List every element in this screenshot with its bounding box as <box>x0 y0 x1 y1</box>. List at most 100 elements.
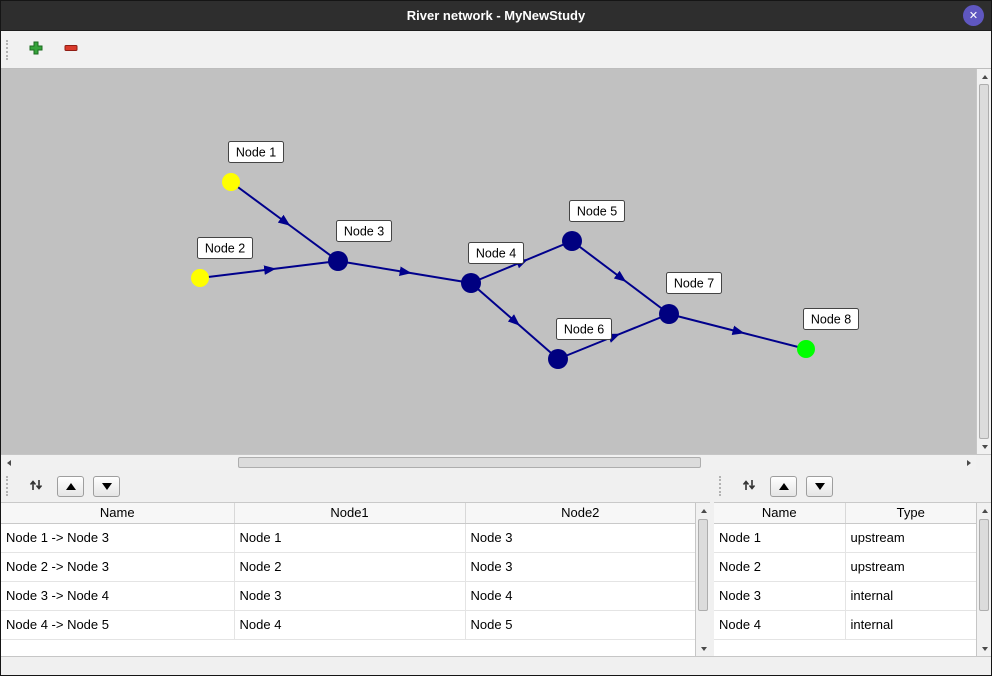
river-network-graph[interactable]: Node 1 Node 2 Node 3 Node 4 Node 5 Node 6 Node… <box>1 69 976 454</box>
close-button[interactable]: ✕ <box>963 5 984 26</box>
svg-text:Node 6: Node 6 <box>564 323 604 337</box>
scrollbar-thumb[interactable] <box>979 519 989 611</box>
node-node5[interactable] <box>562 231 582 251</box>
svg-text:Node 3: Node 3 <box>344 225 384 239</box>
cell: Node 3 <box>465 523 695 553</box>
scroll-right-button[interactable] <box>961 455 976 470</box>
canvas-horizontal-scrollbar[interactable] <box>1 454 976 470</box>
triangle-up-icon <box>981 74 988 79</box>
node-node4[interactable] <box>461 273 481 293</box>
triangle-left-icon <box>6 459 11 466</box>
node-node2[interactable] <box>191 269 209 287</box>
scrollbar-thumb[interactable] <box>698 519 708 611</box>
scroll-left-button[interactable] <box>1 455 16 470</box>
close-icon: ✕ <box>968 10 979 22</box>
node-label-node7: Node 7 <box>666 272 722 294</box>
scroll-down-button[interactable] <box>977 641 991 656</box>
cell: upstream <box>845 552 976 582</box>
node-node8[interactable] <box>797 340 815 358</box>
canvas-vertical-scrollbar[interactable] <box>976 69 991 454</box>
status-bar <box>1 656 991 675</box>
nodes-table-scrollbar[interactable] <box>976 503 991 656</box>
node-label-node5: Node 5 <box>569 200 625 222</box>
green-plus-icon <box>28 40 44 59</box>
node-label-node1: Node 1 <box>228 141 284 163</box>
titlebar[interactable]: River network - MyNewStudy ✕ <box>1 1 991 31</box>
cell: internal <box>845 610 976 640</box>
sort-button[interactable] <box>737 475 761 497</box>
scroll-down-button[interactable] <box>696 641 711 656</box>
column-header-name[interactable]: Name <box>714 503 846 524</box>
column-header-node1[interactable]: Node1 <box>234 503 466 524</box>
triangle-down-icon <box>700 646 707 651</box>
move-down-button[interactable] <box>806 475 833 497</box>
reaches-toolbar <box>1 470 710 502</box>
node-node1[interactable] <box>222 173 240 191</box>
add-button[interactable] <box>22 36 50 64</box>
move-down-button[interactable] <box>93 475 120 497</box>
cell: Node 4 <box>465 581 695 611</box>
cell: internal <box>845 581 976 611</box>
cell: Node 2 <box>714 552 846 582</box>
toolbar-handle[interactable] <box>719 476 724 496</box>
toolbar-handle[interactable] <box>6 476 11 496</box>
scroll-up-button[interactable] <box>696 503 711 518</box>
edge-node1-node3[interactable] <box>230 181 339 262</box>
column-header-node2[interactable]: Node2 <box>465 503 695 524</box>
main-toolbar <box>1 31 991 69</box>
triangle-up-icon <box>700 508 707 513</box>
edge-node2-node3[interactable] <box>199 260 339 279</box>
reaches-table-scrollbar[interactable] <box>695 503 710 656</box>
scroll-down-button[interactable] <box>977 439 991 454</box>
cell: Node 2 -> Node 3 <box>1 552 235 582</box>
svg-text:Node 7: Node 7 <box>674 277 714 291</box>
edge-node4-node6[interactable] <box>470 282 559 360</box>
node-node3[interactable] <box>328 251 348 271</box>
scroll-up-button[interactable] <box>977 503 991 518</box>
edge-node6-node7[interactable] <box>557 313 670 360</box>
cell: Node 2 <box>234 552 466 582</box>
move-up-button[interactable] <box>770 475 797 497</box>
edge-node3-node4[interactable] <box>337 260 472 284</box>
sort-arrows-icon <box>28 477 44 496</box>
cell: Node 4 <box>714 610 846 640</box>
river-network-canvas[interactable]: Node 1 Node 2 Node 3 Node 4 Node 5 Node 6 Node… <box>1 69 976 454</box>
remove-button[interactable] <box>57 36 85 64</box>
node-label-node2: Node 2 <box>197 237 253 259</box>
node-label-node8: Node 8 <box>803 308 859 330</box>
svg-text:Node 2: Node 2 <box>205 242 245 256</box>
move-up-button[interactable] <box>57 475 84 497</box>
scrollbar-thumb[interactable] <box>238 457 701 468</box>
column-header-type[interactable]: Type <box>845 503 976 524</box>
triangle-up-icon <box>65 482 76 490</box>
sort-button[interactable] <box>24 475 48 497</box>
cell: Node 1 -> Node 3 <box>1 523 235 553</box>
node-label-node4: Node 4 <box>468 242 524 264</box>
cell: Node 5 <box>465 610 695 640</box>
scroll-up-button[interactable] <box>977 69 991 84</box>
edge-node5-node7[interactable] <box>571 240 670 315</box>
toolbar-handle[interactable] <box>6 39 11 60</box>
edge-node7-node8[interactable] <box>668 313 807 350</box>
node-node6[interactable] <box>548 349 568 369</box>
column-header-name[interactable]: Name <box>1 503 235 524</box>
node-node7[interactable] <box>659 304 679 324</box>
scrollbar-thumb[interactable] <box>979 84 989 439</box>
window-title: River network - MyNewStudy <box>406 8 586 23</box>
